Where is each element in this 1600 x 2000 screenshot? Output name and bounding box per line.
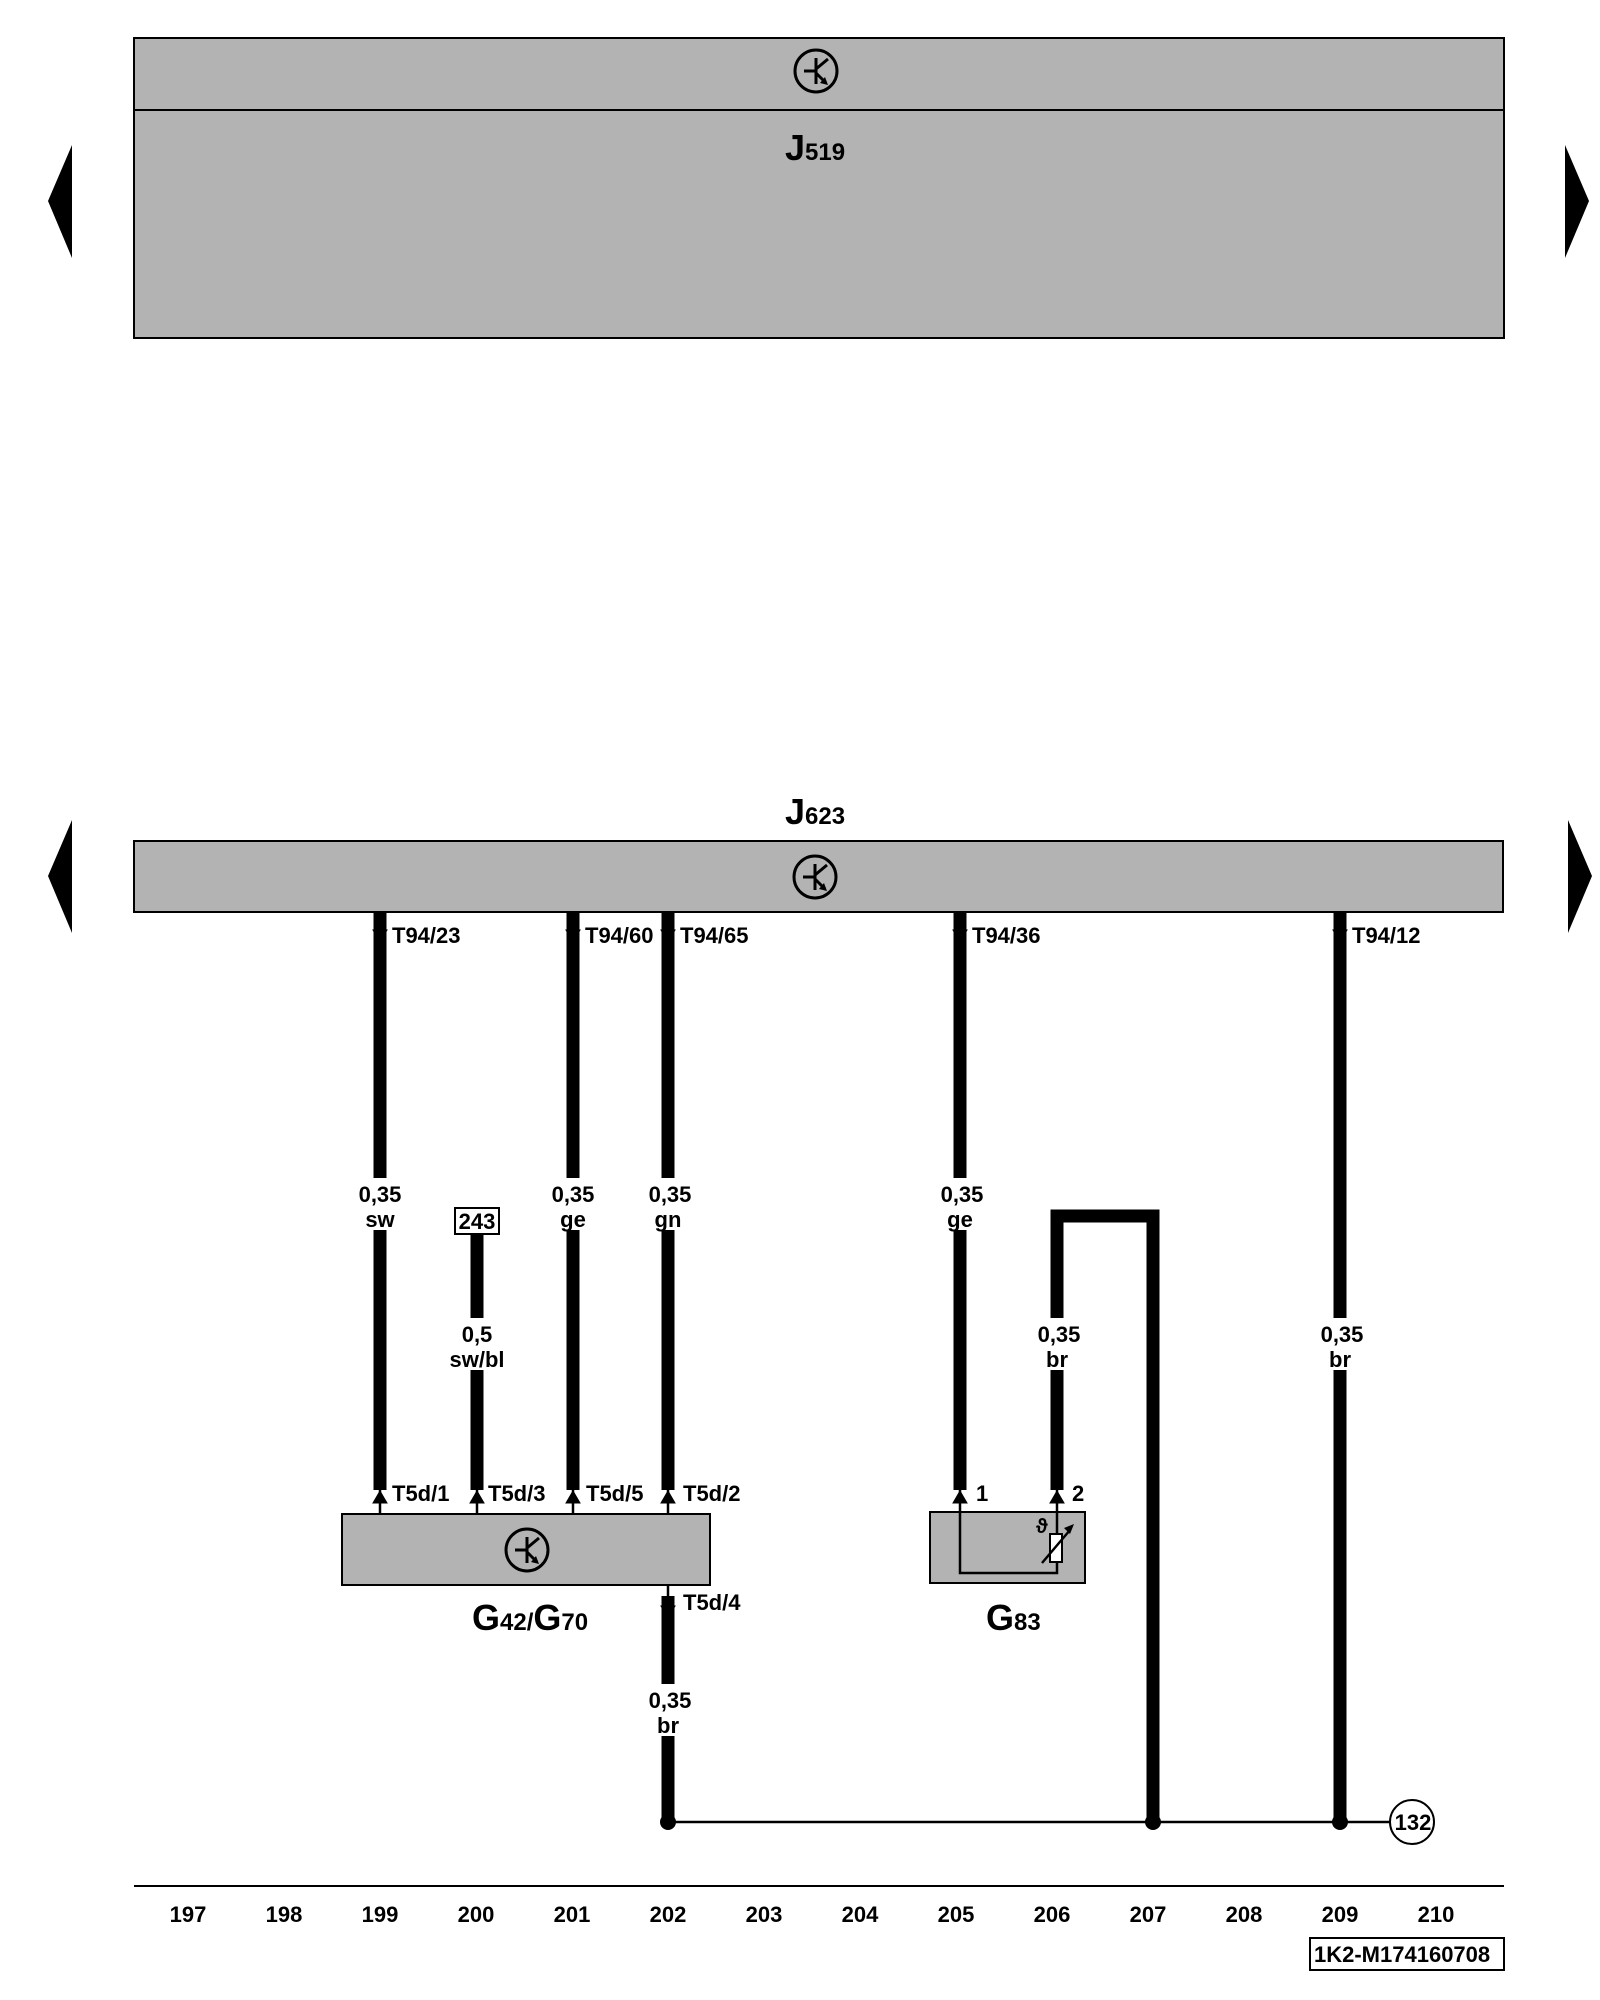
next-page-arrow-bottom[interactable] [1568, 820, 1592, 933]
svg-text:0,35: 0,35 [552, 1182, 595, 1207]
svg-text:132: 132 [1395, 1810, 1432, 1835]
scale-number: 204 [842, 1902, 879, 1927]
scale-number: 197 [170, 1902, 207, 1927]
module-j519-name: J [785, 127, 805, 168]
component-g42-g70: G42/G70 [341, 1490, 711, 1638]
prev-page-arrow-bottom[interactable] [48, 820, 72, 933]
svg-text:G83: G83 [986, 1597, 1041, 1638]
pin-label: 2 [1072, 1481, 1084, 1506]
svg-text:0,5: 0,5 [462, 1322, 493, 1347]
svg-text:sw: sw [365, 1207, 395, 1232]
svg-text:0,35: 0,35 [649, 1182, 692, 1207]
pin-label: T94/23 [392, 923, 461, 948]
module-j623-name: J [785, 791, 805, 832]
pin-label: T94/36 [972, 923, 1041, 948]
electronic-control-icon [793, 48, 839, 94]
scale-number: 201 [554, 1902, 591, 1927]
pin-label: T94/60 [585, 923, 654, 948]
scale-number: 203 [746, 1902, 783, 1927]
svg-text:br: br [1329, 1347, 1351, 1372]
pin-label: T94/65 [680, 923, 749, 948]
junction-dot [660, 1814, 676, 1830]
electronic-control-icon [504, 1527, 550, 1573]
module-j519-sub: 519 [805, 139, 845, 166]
wire-labels: 0,35 sw 0,5 sw/bl 0,35 ge 0,35 gn 0,35 b… [355, 1178, 1365, 1738]
junction-dot [1145, 1814, 1161, 1830]
temperature-symbol: ϑ [1036, 1516, 1048, 1538]
scale-number: 205 [938, 1902, 975, 1927]
document-id: 1K2-M174160708 [1314, 1942, 1490, 1967]
svg-text:br: br [657, 1713, 679, 1738]
svg-text:J519: J519 [785, 127, 845, 168]
scale-number: 202 [650, 1902, 687, 1927]
pin-label: T5d/2 [683, 1481, 740, 1506]
svg-text:J623: J623 [785, 791, 845, 832]
junction-dot [1332, 1814, 1348, 1830]
svg-text:G42/G70: G42/G70 [472, 1597, 588, 1638]
scale-number: 209 [1322, 1902, 1359, 1927]
pin-label: T5d/4 [683, 1590, 741, 1615]
svg-text:sw/bl: sw/bl [449, 1347, 504, 1372]
module-j623-sub: 623 [805, 803, 845, 830]
svg-text:ge: ge [560, 1207, 586, 1232]
scale-number: 208 [1226, 1902, 1263, 1927]
svg-text:gn: gn [655, 1207, 682, 1232]
reference-box-243[interactable]: 243 [454, 1207, 500, 1235]
module-j519: J519 [133, 37, 1505, 339]
svg-text:243: 243 [459, 1209, 496, 1234]
scale-number: 206 [1034, 1902, 1071, 1927]
svg-text:0,35: 0,35 [1038, 1322, 1081, 1347]
component-g83: ϑ G83 [929, 1490, 1086, 1638]
wires [373, 912, 1392, 1830]
scale-number: 199 [362, 1902, 399, 1927]
svg-text:0,35: 0,35 [941, 1182, 984, 1207]
ground-reference-132[interactable]: 132 [1389, 1799, 1435, 1845]
pin-label: T5d/1 [392, 1481, 449, 1506]
scale-number: 198 [266, 1902, 303, 1927]
column-scale: 197 198 199 200 201 202 203 204 205 206 207 208 209 2… [170, 1902, 1455, 1927]
scale-number: 207 [1130, 1902, 1167, 1927]
svg-text:0,35: 0,35 [1321, 1322, 1364, 1347]
svg-text:br: br [1046, 1347, 1068, 1372]
prev-page-arrow-top[interactable] [48, 145, 72, 258]
pin-label: 1 [976, 1481, 988, 1506]
svg-text:0,35: 0,35 [649, 1688, 692, 1713]
pin-label: T94/12 [1352, 923, 1421, 948]
module-j623: J623 [133, 791, 1504, 913]
scale-number: 210 [1418, 1902, 1455, 1927]
next-page-arrow-top[interactable] [1565, 145, 1589, 258]
electronic-control-icon [792, 854, 838, 900]
svg-text:ge: ge [947, 1207, 973, 1232]
document-id-box: 1K2-M174160708 [1309, 1937, 1505, 1971]
pin-label: T5d/5 [586, 1481, 643, 1506]
scale-number: 200 [458, 1902, 495, 1927]
svg-text:0,35: 0,35 [359, 1182, 402, 1207]
pin-label: T5d/3 [488, 1481, 545, 1506]
